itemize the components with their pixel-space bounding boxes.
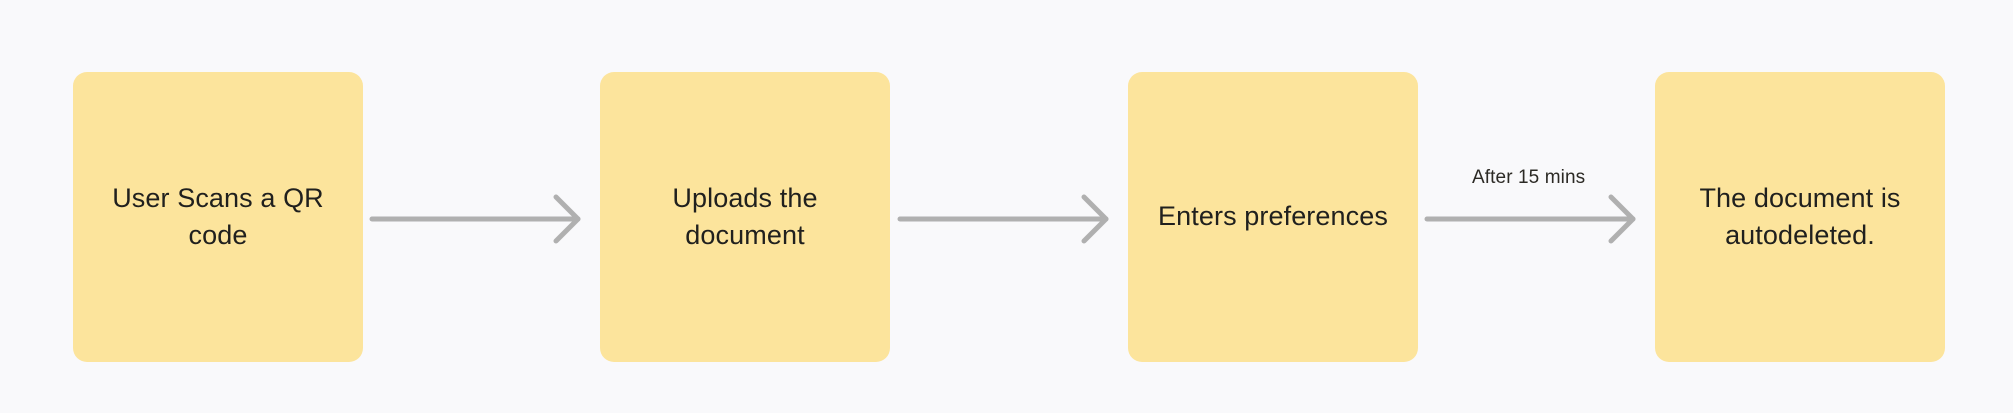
- flow-node-enters-preferences[interactable]: Enters preferences: [1128, 72, 1418, 362]
- flow-node-document-autodeleted[interactable]: The document is autodeleted.: [1655, 72, 1945, 362]
- flow-node-user-scans-qr-code[interactable]: User Scans a QR code: [73, 72, 363, 362]
- arrow-right-icon: [897, 194, 1109, 244]
- flow-node-label: Uploads the document: [672, 182, 818, 250]
- flow-connector-1[interactable]: [369, 190, 590, 250]
- flow-connector-2[interactable]: [897, 190, 1118, 250]
- flow-connector-3[interactable]: [1424, 190, 1645, 250]
- flow-node-label: The document is autodeleted.: [1699, 182, 1901, 250]
- flow-node-label: User Scans a QR code: [112, 182, 324, 250]
- arrow-right-icon: [369, 194, 581, 244]
- arrow-right-icon: [1424, 194, 1636, 244]
- flow-connector-label-after-15-mins: After 15 mins: [1472, 167, 1586, 188]
- flow-node-label: Enters preferences: [1158, 201, 1388, 232]
- flow-node-uploads-the-document[interactable]: Uploads the document: [600, 72, 890, 362]
